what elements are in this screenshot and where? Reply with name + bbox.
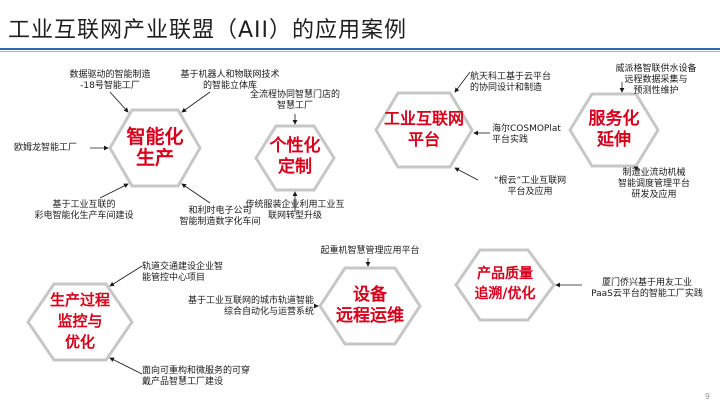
case-label-c17: 面向可重构和微服务的可穿 戴产品智慧工厂建设 — [142, 366, 251, 387]
case-label-c10: “根云”工业互联网 平台及应用 — [493, 176, 567, 197]
hex-process-monitoring — [26, 282, 134, 362]
case-label-c3: 欧姆龙智能工厂 — [14, 143, 78, 153]
case-label-c4: 基于工业互联的 彩电智能化生产车间建设 — [34, 200, 134, 221]
hex-label-smart-manufacturing: 智能化 生产 — [126, 126, 184, 169]
hex-label-personalization: 个性化 定制 — [269, 136, 321, 177]
connector-c10 — [454, 167, 479, 181]
case-label-c11: 威派格智联供水设备 远程数据采集与 预测性维护 — [615, 64, 697, 96]
case-label-c1: 数据驱动的智能制造 -18号智能工厂 — [69, 70, 151, 91]
hex-label-process-monitoring: 生产过程 监控与 优化 — [49, 291, 110, 351]
title-rule — [0, 48, 720, 50]
case-label-c6: 全流程协同智慧门店的 智慧工厂 — [249, 90, 340, 111]
hex-smart-manufacturing — [108, 108, 202, 188]
case-label-c13: 起重机智慧管理应用平台 — [320, 246, 420, 256]
case-label-c12: 制造业流动机械 智能调度管理平台 研发及应用 — [617, 168, 690, 200]
slide-title: 工业互联网产业联盟（AII）的应用案例 — [8, 18, 408, 43]
case-label-c9: 海尔COSMOPlat 平台实践 — [492, 124, 561, 145]
hex-label-service-extension: 服务化 延伸 — [588, 109, 640, 150]
case-label-c16: 轨道交通建设企业智 能管控中心项目 — [142, 262, 224, 283]
hex-personalization — [254, 124, 336, 192]
hex-service-extension — [568, 92, 660, 168]
case-label-c14: 基于工业互联网的城市轨道智能 综合自动化与运营系统 — [187, 296, 314, 317]
connector-c12 — [633, 166, 641, 171]
hex-label-iiot-platform: 工业互联网 平台 — [383, 109, 464, 149]
case-label-c7: 传统服装企业利用工业互 联网转型升级 — [245, 200, 345, 221]
connector-c8 — [454, 71, 471, 93]
page-number: 9 — [704, 392, 710, 401]
case-label-c5: 和利时电子公司 智能制造数字化车间 — [179, 206, 261, 227]
hex-product-quality — [454, 248, 556, 322]
hex-iiot-platform — [374, 91, 474, 169]
connector-c4 — [99, 183, 129, 199]
case-label-c15: 厦门侨兴基于用友工业 PaaS云平台的智能工厂实践 — [591, 278, 703, 299]
case-label-c2: 基于机器人和物联网技术 的智能立体库 — [180, 70, 280, 91]
connector-c17 — [109, 357, 143, 375]
case-label-c8: 航天科工基于云平台 的协同设计和制造 — [470, 72, 552, 93]
hex-equipment-ops — [318, 266, 422, 346]
title-rule-secondary — [0, 51, 720, 52]
connector-c1 — [109, 91, 129, 113]
connector-c5 — [181, 183, 211, 204]
connector-c16 — [109, 265, 143, 287]
hex-label-product-quality: 产品质量 追溯/优化 — [474, 266, 536, 302]
connector-c2 — [181, 91, 211, 113]
hex-label-equipment-ops: 设备 远程运维 — [336, 285, 404, 326]
